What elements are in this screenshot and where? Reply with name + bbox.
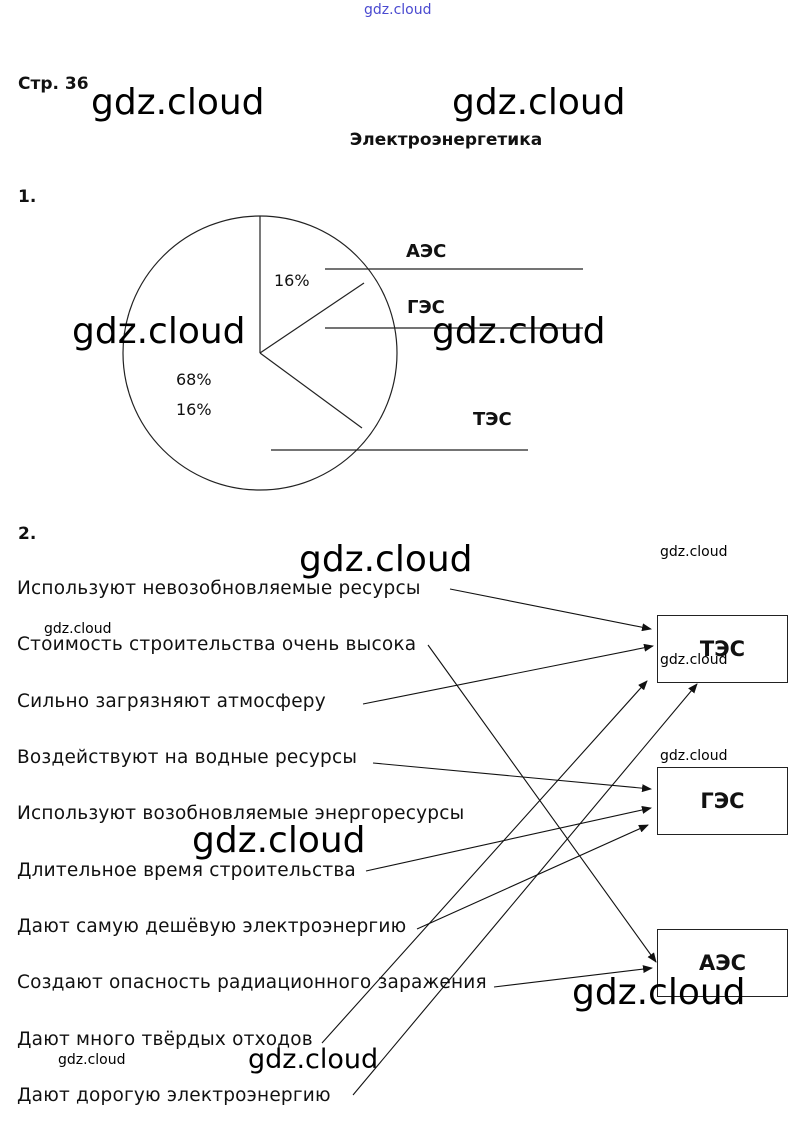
watermark: gdz.cloud: [192, 820, 366, 861]
arrow-4: [372, 762, 652, 793]
box-tes: ТЭС: [657, 615, 788, 683]
task2-number: 2.: [18, 524, 37, 544]
pie-pct-tes: 68%: [176, 370, 212, 389]
watermark: gdz.cloud: [72, 311, 246, 352]
watermark: gdz.cloud: [248, 1044, 379, 1075]
pie-chart: [122, 215, 398, 491]
pie-label-tes: ТЭС: [473, 409, 512, 430]
arrow-1: [449, 588, 652, 632]
arrow-5: [365, 806, 652, 872]
watermark: gdz.cloud: [432, 311, 606, 352]
arrow-6: [416, 824, 649, 930]
statement-1: Используют невозобновляемые ресурсы: [17, 578, 421, 599]
statement-7: Дают самую дешёвую электроэнергию: [17, 916, 407, 937]
statement-8: Создают опасность радиационного заражени…: [17, 972, 487, 993]
pie-divider-right: [259, 282, 365, 354]
matching-arrows: [321, 588, 698, 1096]
watermark-top: gdz.cloud: [364, 2, 432, 18]
watermark-small: gdz.cloud: [660, 748, 728, 764]
watermark-small: gdz.cloud: [660, 652, 728, 668]
box-ges: ГЭС: [657, 767, 788, 835]
box-aes: АЭС: [657, 929, 788, 997]
statement-6: Длительное время строительства: [17, 860, 356, 881]
arrow-7: [493, 965, 653, 988]
watermark: gdz.cloud: [572, 972, 746, 1013]
watermark-small: gdz.cloud: [58, 1052, 126, 1068]
task1-number: 1.: [18, 187, 37, 207]
page-number: Стр. 36: [18, 74, 89, 94]
pie-label-aes: АЭС: [406, 241, 447, 262]
arrow-8: [321, 680, 648, 1044]
watermark-small: gdz.cloud: [660, 544, 728, 560]
pie-pct-aes: 16%: [274, 271, 310, 290]
pie-leader-lines: [271, 268, 583, 451]
statement-3: Сильно загрязняют атмосферу: [17, 691, 326, 712]
pie-pct-ges: 16%: [176, 400, 212, 419]
pie-label-ges: ГЭС: [407, 297, 445, 318]
statement-4: Воздействуют на водные ресурсы: [17, 747, 358, 768]
statement-2: Стоимость строительства очень высока: [17, 634, 417, 655]
watermark-small: gdz.cloud: [44, 621, 112, 637]
arrow-9: [352, 683, 698, 1096]
pie-divider-bottom: [259, 352, 363, 429]
watermark: gdz.cloud: [452, 82, 626, 123]
statement-10: Дают дорогую электроэнергию: [17, 1085, 331, 1106]
statement-9: Дают много твёрдых отходов: [17, 1029, 313, 1050]
statement-5: Используют возобновляемые энергоресурсы: [17, 803, 465, 824]
watermark: gdz.cloud: [299, 539, 473, 580]
page-title: Электроэнергетика: [349, 130, 543, 150]
arrow-3: [362, 643, 654, 705]
watermark: gdz.cloud: [91, 82, 265, 123]
arrow-2: [427, 644, 657, 963]
